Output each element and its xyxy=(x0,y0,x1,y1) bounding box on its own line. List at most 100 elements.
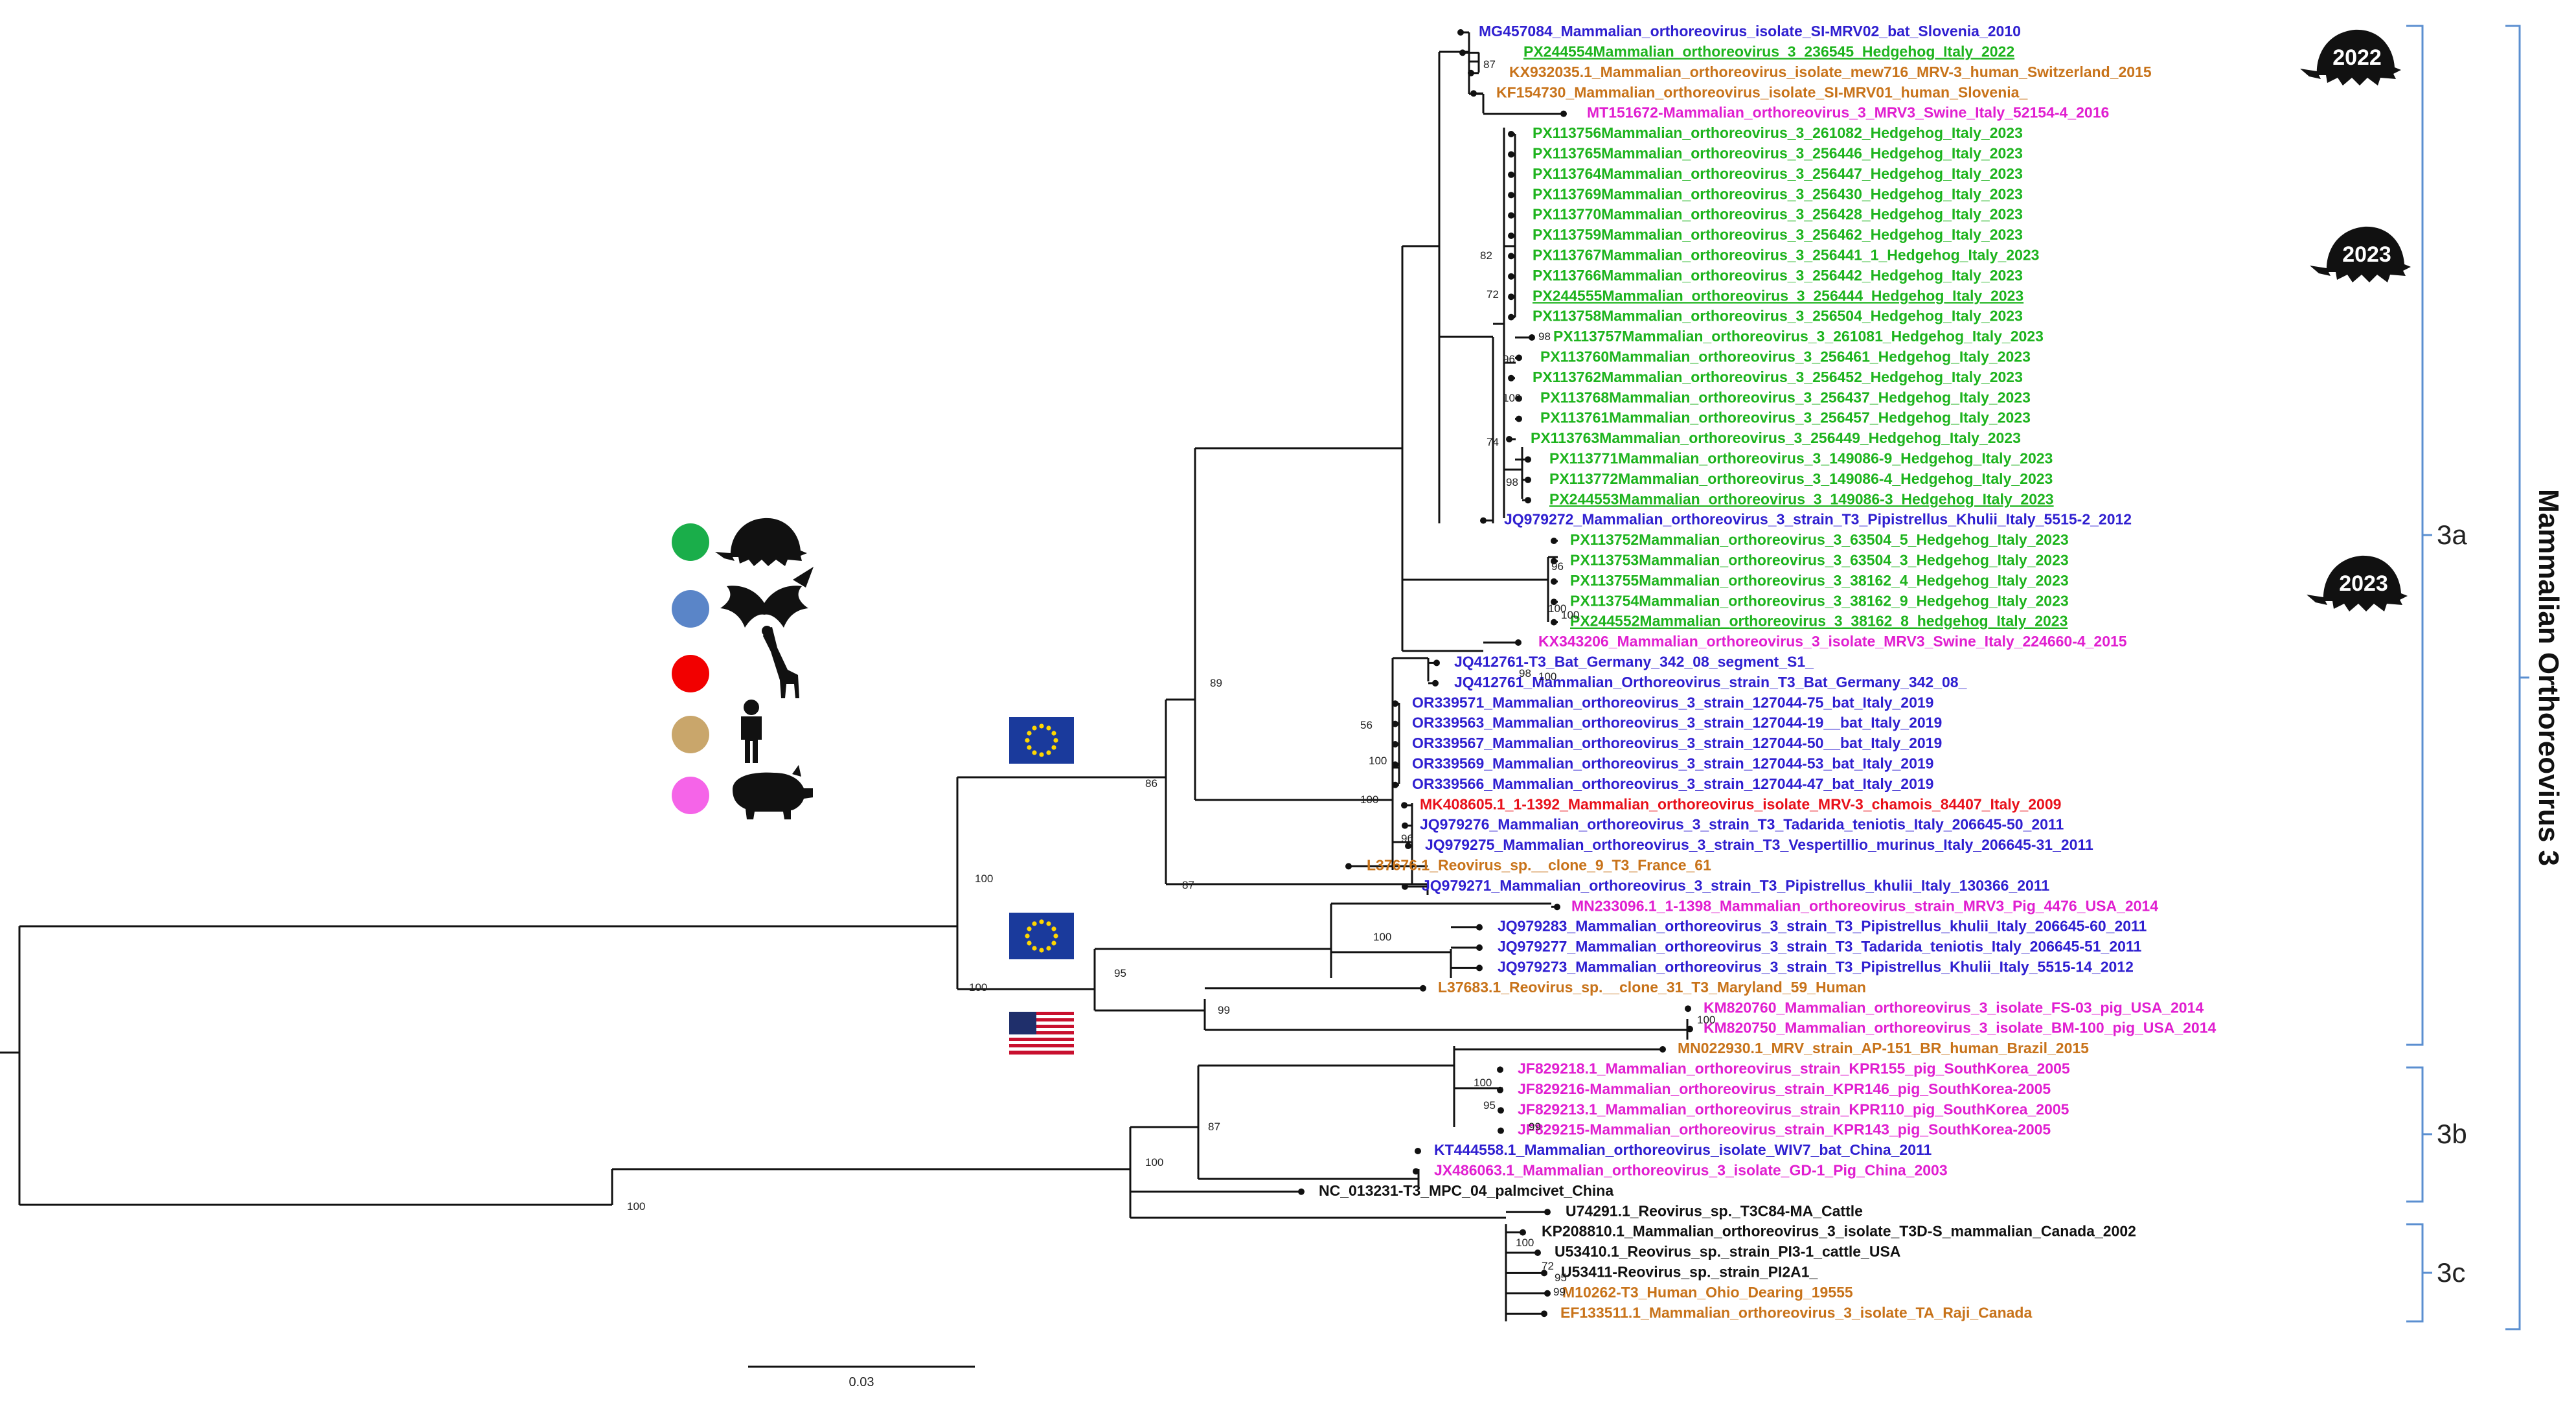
tip-label: M10262-T3_Human_Ohio_Dearing_19555 xyxy=(1562,1284,1853,1301)
hedgehog-icon xyxy=(2300,29,2401,86)
tip-label: MK408605.1_1-1392_Mammalian_orthoreoviru… xyxy=(1420,795,2061,812)
tree-branches xyxy=(0,31,1690,1321)
tip-label: PX113760Mammalian_orthoreovirus_3_256461… xyxy=(1540,348,2031,365)
bootstrap-value: 100 xyxy=(975,873,993,885)
tip-label: JX486063.1_Mammalian_orthoreovirus_3_iso… xyxy=(1434,1161,1948,1178)
tip-label: NC_013231-T3_MPC_04_palmcivet_China xyxy=(1319,1182,1613,1199)
tip-label: PX113768Mammalian_orthoreovirus_3_256437… xyxy=(1540,389,2031,405)
tip-label: PX113756Mammalian_orthoreovirus_3_261082… xyxy=(1533,124,2023,141)
tip-dot xyxy=(1534,1249,1541,1256)
tip-label: JQ412761_Mammalian_Orthoreovirus_strain_… xyxy=(1454,674,1967,690)
bootstrap-value: 72 xyxy=(1487,288,1499,301)
tip-dot xyxy=(1470,90,1477,97)
eu-flag-icon xyxy=(1009,717,1074,764)
tip-dot xyxy=(1515,639,1522,646)
clade-3b-label: 3b xyxy=(2437,1119,2467,1149)
tip-label: PX113758Mammalian_orthoreovirus_3_256504… xyxy=(1533,308,2023,325)
tip-labels: MG457084_Mammalian_orthoreovirus_isolate… xyxy=(1319,23,2217,1321)
tip-dot xyxy=(1685,1005,1691,1012)
tip-dot xyxy=(1516,415,1522,422)
tip-dot xyxy=(1508,131,1514,137)
bootstrap-value: 100 xyxy=(1360,793,1378,806)
clade-3b-bracket xyxy=(2406,1066,2432,1203)
bootstrap-value: 96 xyxy=(1503,353,1515,365)
tip-dot xyxy=(1529,334,1535,341)
tip-dot xyxy=(1392,781,1398,788)
bootstrap-value: 98 xyxy=(1519,667,1531,679)
tip-dot xyxy=(1401,802,1408,809)
tip-label: PX113767Mammalian_orthoreovirus_3_256441… xyxy=(1533,246,2039,263)
tip-dot xyxy=(1508,171,1514,178)
tip-dot xyxy=(1551,538,1557,544)
tip-dot xyxy=(1498,1127,1504,1134)
year-badge-label: 2023 xyxy=(2342,242,2391,267)
tip-dot xyxy=(1541,1270,1547,1277)
tip-label: MN233096.1_1-1398_Mammalian_orthoreoviru… xyxy=(1571,897,2158,914)
tip-dot xyxy=(1508,233,1514,239)
tip-label: L37683.1_Reovirus_sp.__clone_31_T3_Maryl… xyxy=(1438,979,1866,996)
tip-label: L37676.1_Reovirus_sp.__clone_9_T3_France… xyxy=(1367,856,1711,873)
tip-dot xyxy=(1544,1290,1551,1297)
bootstrap-value: 96 xyxy=(1551,560,1564,573)
legend-dot-hedgehog xyxy=(672,523,709,561)
tip-dot xyxy=(1298,1188,1305,1195)
tip-label: JQ412761-T3_Bat_Germany_342_08_segment_S… xyxy=(1454,653,1814,670)
tip-label: KF154730_Mammalian_orthoreovirus_isolate… xyxy=(1496,84,2027,100)
bootstrap-value: 74 xyxy=(1487,436,1499,448)
tip-dot xyxy=(1392,700,1398,707)
clade-3a-label: 3a xyxy=(2437,519,2467,550)
legend-dot-chamois xyxy=(672,655,709,692)
tip-label: PX113769Mammalian_orthoreovirus_3_256430… xyxy=(1533,185,2023,202)
tip-label: MG457084_Mammalian_orthoreovirus_isolate… xyxy=(1479,23,2021,40)
tip-label: PX113770Mammalian_orthoreovirus_3_256428… xyxy=(1533,206,2023,223)
bootstrap-value: 56 xyxy=(1360,719,1373,731)
tip-dot xyxy=(1516,354,1522,361)
bootstrap-value: 100 xyxy=(1373,931,1391,943)
tip-label: JQ979275_Mammalian_orthoreovirus_3_strai… xyxy=(1425,836,2093,853)
tip-label: PX113772Mammalian_orthoreovirus_3_149086… xyxy=(1549,470,2053,487)
tip-label: JF829218.1_Mammalian_orthoreovirus_strai… xyxy=(1518,1060,2070,1077)
hedgehog-icon xyxy=(2310,226,2411,282)
bootstrap-value: 86 xyxy=(1145,777,1157,790)
tip-label: PX113761Mammalian_orthoreovirus_3_256457… xyxy=(1540,409,2031,426)
bootstrap-value: 95 xyxy=(1114,967,1126,979)
tip-dot xyxy=(1508,314,1514,321)
tip-dot xyxy=(1476,924,1483,931)
tip-label: KX932035.1_Mammalian_orthoreovirus_isola… xyxy=(1509,63,2152,80)
tip-dot xyxy=(1432,679,1439,687)
year-badge-2023b: 2023 xyxy=(2307,555,2408,611)
hedgehog-icon xyxy=(2307,555,2408,611)
bootstrap-value: 100 xyxy=(1561,609,1579,621)
year-badge-label: 2022 xyxy=(2332,45,2382,70)
bootstrap-value: 100 xyxy=(1548,602,1566,615)
virus-title: Mammalian Orthoreovirus 3 xyxy=(2533,489,2564,866)
tip-label: JQ979276_Mammalian_orthoreovirus_3_strai… xyxy=(1420,816,2064,833)
tip-label: OR339569_Mammalian_orthoreovirus_3_strai… xyxy=(1412,755,1933,771)
tip-dot xyxy=(1525,476,1531,483)
tip-label: MN022930.1_MRV_strain_AP-151_BR_human_Br… xyxy=(1678,1040,2089,1056)
tip-label: MT151672-Mammalian_orthoreovirus_3_MRV3_… xyxy=(1587,104,2109,121)
tip-dot xyxy=(1497,1066,1503,1073)
tip-label: KX343206_Mammalian_orthoreovirus_3_isola… xyxy=(1538,633,2127,650)
tip-dot xyxy=(1541,1310,1547,1317)
bootstrap-value: 100 xyxy=(1474,1077,1492,1089)
tip-label: PX113762Mammalian_orthoreovirus_3_256452… xyxy=(1533,369,2023,385)
bat-icon xyxy=(720,567,814,628)
clade-3c-label: 3c xyxy=(2437,1257,2465,1288)
tip-dot xyxy=(1508,273,1514,280)
tip-label: JQ979272_Mammalian_orthoreovirus_3_strai… xyxy=(1504,511,2132,528)
host-legend xyxy=(672,518,814,819)
tip-dot xyxy=(1476,944,1483,951)
bootstrap-value: 99 xyxy=(1529,1121,1541,1133)
tip-label: KM820760_Mammalian_orthoreovirus_3_isola… xyxy=(1704,999,2204,1016)
tip-dot xyxy=(1554,904,1560,911)
scale-bar-label: 0.03 xyxy=(849,1375,874,1389)
bootstrap-value: 87 xyxy=(1208,1121,1220,1133)
hedgehog-icon xyxy=(715,518,807,566)
bootstrap-value: 89 xyxy=(1210,677,1222,689)
tip-dot xyxy=(1468,69,1474,76)
year-badge-2023a: 2023 xyxy=(2310,226,2411,282)
bootstrap-value: 99 xyxy=(1218,1004,1230,1016)
